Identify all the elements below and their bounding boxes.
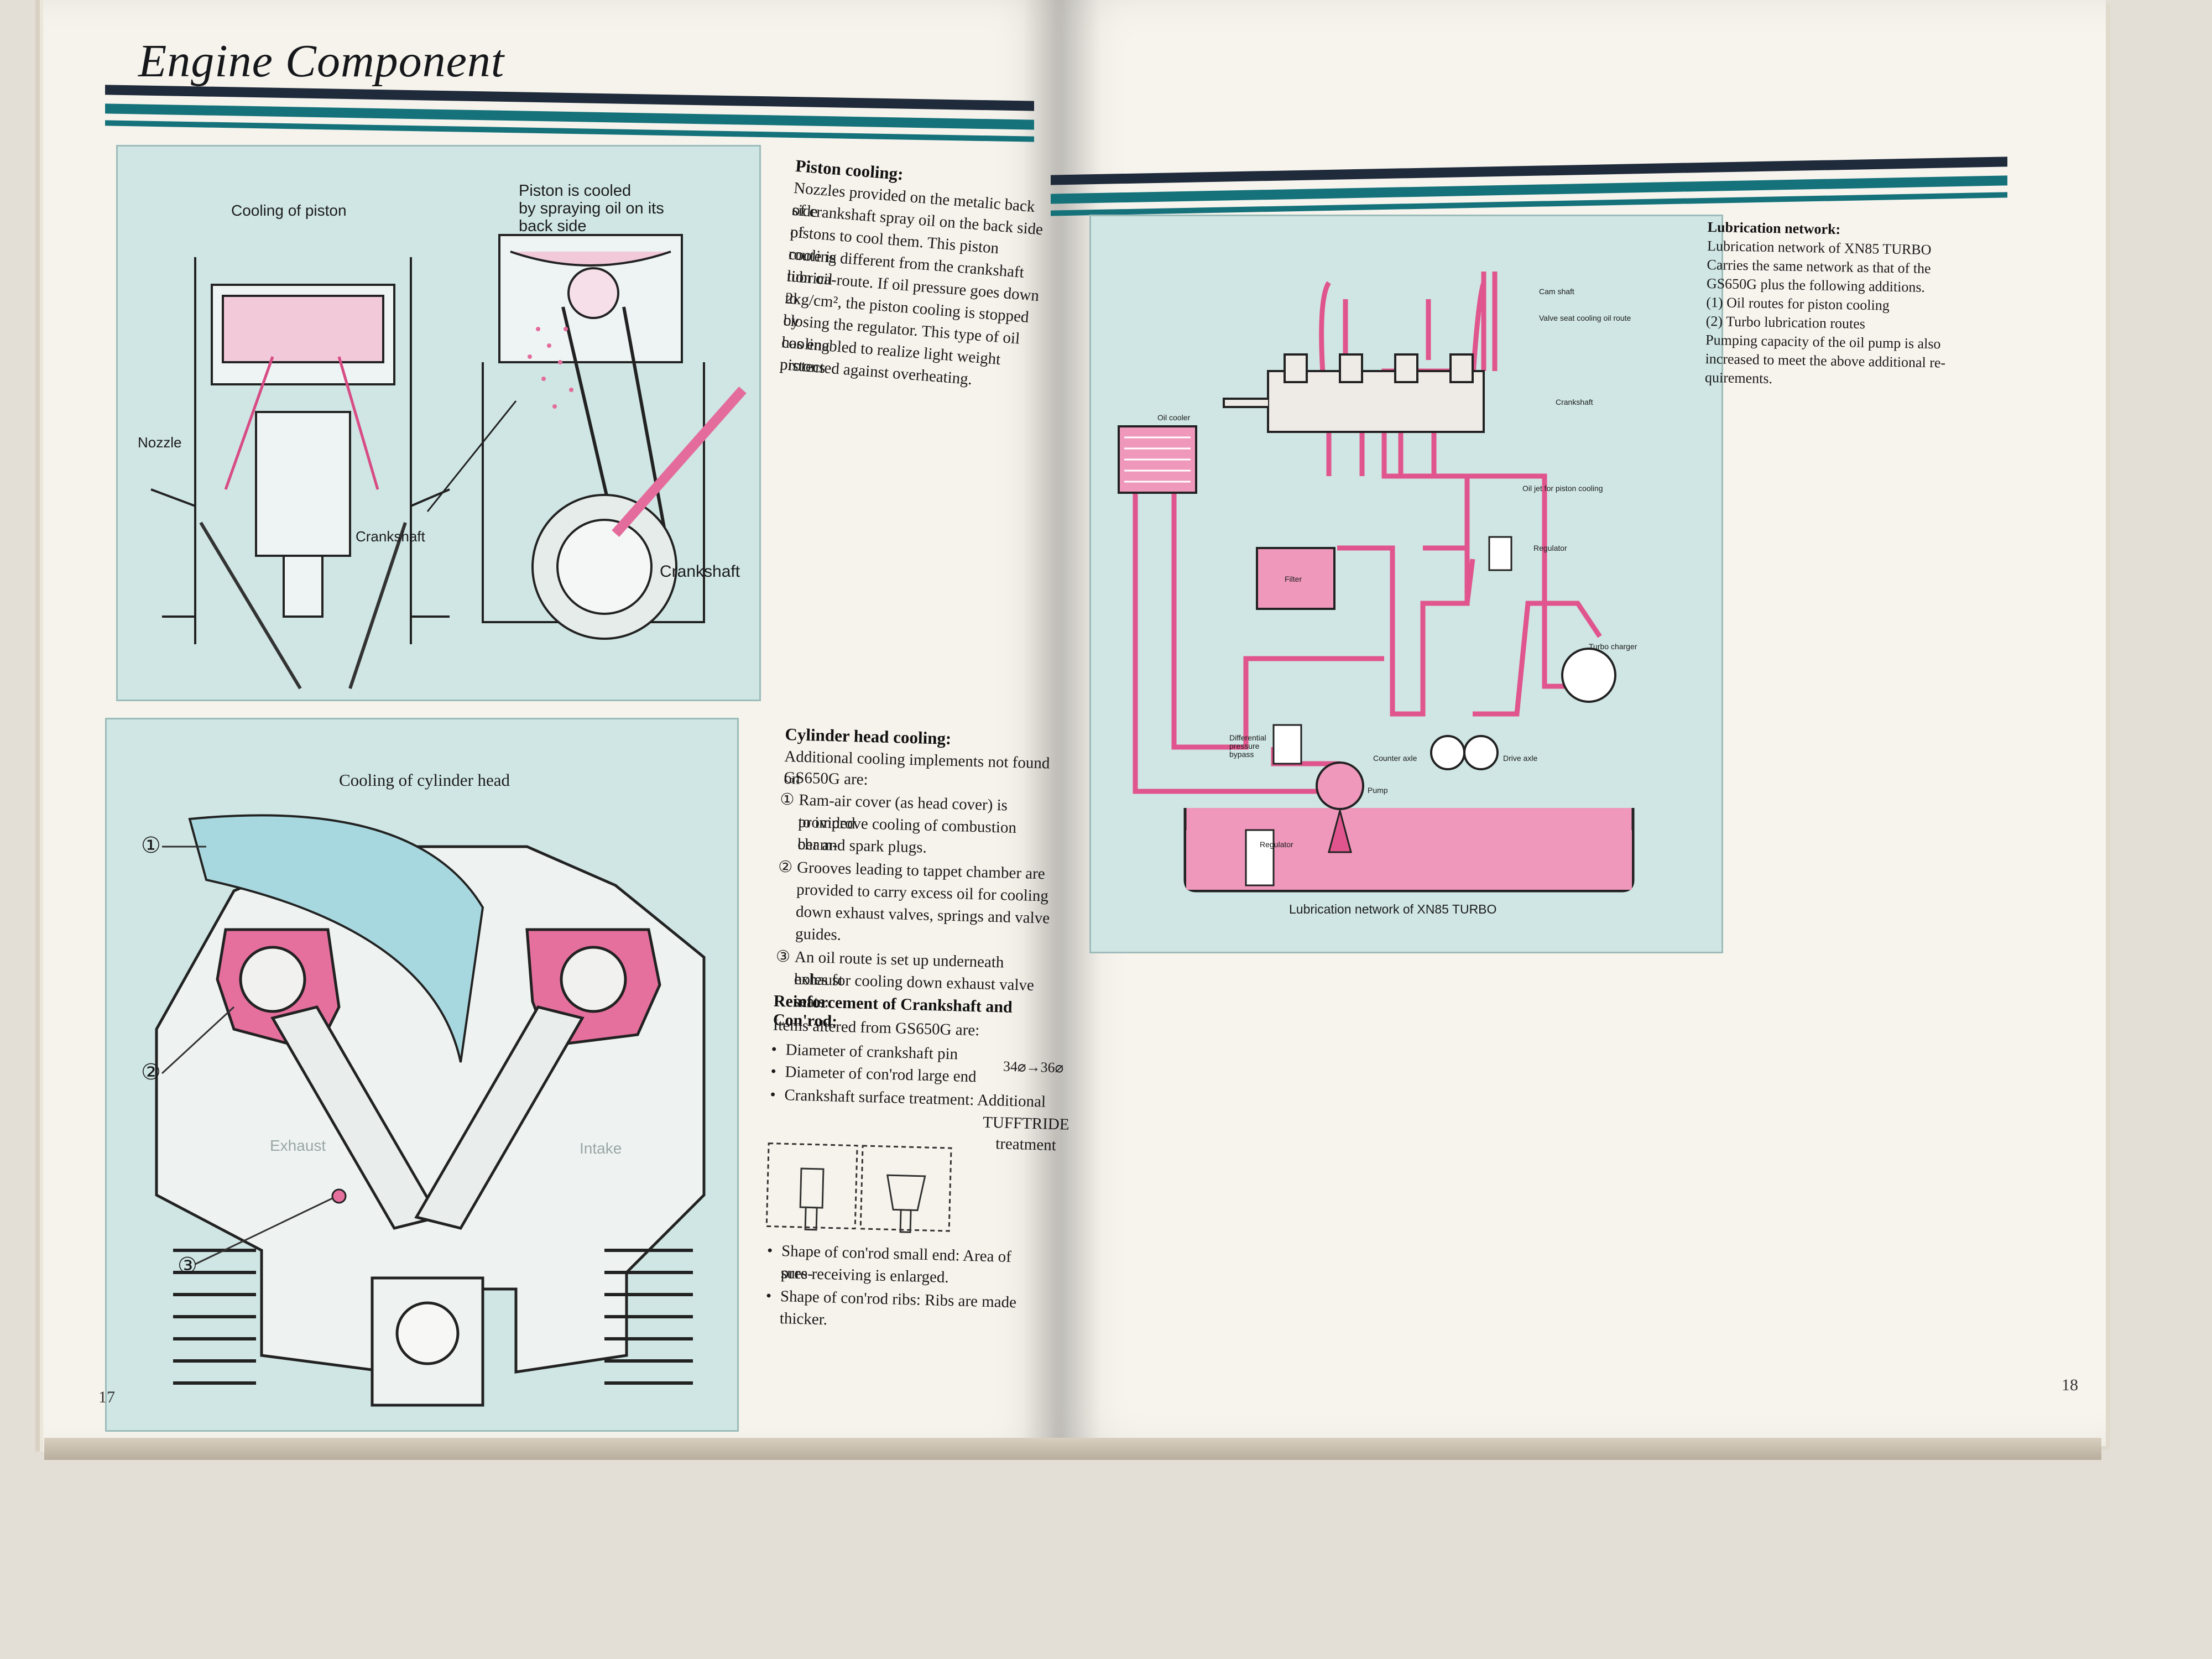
bullet-3-line-2: TUFFTRIDE (982, 1113, 1070, 1134)
bullet-1-dot: • (771, 1040, 778, 1058)
lubrication-network-heading: Lubrication network: (1707, 219, 1841, 238)
item-3-marker: ③ (775, 947, 791, 966)
ram-air-cover (188, 814, 484, 1063)
item-1-line-3: ber and spark plugs. (797, 835, 927, 857)
lubrication-network-figure: Cam shaft Valve seat cooling oil route C… (1089, 215, 1723, 953)
bullet-4-dot: • (766, 1241, 773, 1260)
cylinder-head-cooling-section: Cylinder head cooling: Additional coolin… (766, 724, 1070, 1328)
lube-turbo-label: Turbo charger (1589, 642, 1637, 651)
counter-axle-shape (1430, 735, 1465, 770)
turbo-shape (1561, 648, 1616, 703)
exhaust-label: Exhaust (270, 1137, 326, 1154)
oil-cooler-shape (1118, 425, 1197, 494)
cylinder-piston (371, 1276, 484, 1407)
dimension-value: 34⌀→36⌀ (1003, 1058, 1064, 1076)
item-1-marker: ① (780, 790, 795, 809)
bypass-shape (1272, 724, 1302, 765)
lube-drive-axle-label: Drive axle (1503, 754, 1538, 763)
lube-cam-shaft-label: Cam shaft (1539, 287, 1574, 296)
lube-diff-label-1: Differential (1229, 733, 1266, 742)
left-port (216, 928, 441, 1230)
right-piston-diagram (482, 234, 705, 640)
cylinder-head-title: Cooling of cylinder head (339, 770, 510, 790)
conrod-sketches (765, 1142, 952, 1233)
right-spray-dots (528, 327, 573, 409)
cylinder-head-figure: Cooling of cylinder head ① ② ③ Exhaust I… (105, 718, 739, 1432)
piston-cooled-label-1: Piston is cooled (519, 182, 632, 200)
crankshaft-label-left: Crankshaft (356, 528, 425, 545)
page-title: Engine Component (138, 35, 505, 87)
piston-cooling-drawing (150, 234, 747, 690)
marker-2: ② (141, 1060, 161, 1084)
oil-routes (1133, 272, 1602, 794)
marker-1: ① (141, 833, 161, 858)
marker-3: ③ (178, 1254, 197, 1278)
piston-cooled-label-2: by spraying oil on its (519, 200, 664, 217)
lube-diff-label-3: bypass (1229, 750, 1254, 759)
piston-cooling-figure: Cooling of piston Nozzle Crankshaft Pist… (116, 145, 761, 701)
drive-axle-shape (1463, 735, 1499, 770)
cooling-of-piston-label: Cooling of piston (231, 202, 347, 219)
bullet-3-dot: • (770, 1086, 776, 1104)
regulator-bottom-shape (1245, 829, 1275, 886)
item-2-line-4: guides. (795, 925, 842, 944)
lube-diff-label-2: pressure (1229, 742, 1260, 750)
left-piston-diagram (150, 257, 450, 644)
lube-regulator-top-label: Regulator (1533, 544, 1567, 552)
lubrication-line-5: (2) Turbo lubrication routes (1705, 312, 1866, 332)
oil-route-dot (331, 1188, 347, 1204)
cylinder-head-intro-2: GS650G are: (784, 768, 869, 789)
intake-label: Intake (580, 1140, 622, 1157)
lube-caption: Lubrication network of XN85 TURBO (1289, 902, 1497, 916)
lube-regulator-bottom-label: Regulator (1260, 840, 1293, 849)
lube-valve-seat-label: Valve seat cooling oil route (1539, 314, 1631, 322)
left-nozzle-sprays (224, 356, 517, 512)
lubrication-network-drawing (1118, 272, 1635, 893)
left-rods (199, 521, 407, 690)
page-number-left: 17 (98, 1388, 115, 1406)
cylinder-head-drawing (155, 814, 706, 1407)
bullet-5-line-2: thicker. (779, 1310, 828, 1329)
lube-counter-axle-label: Counter axle (1373, 754, 1417, 763)
right-port (414, 928, 661, 1230)
spine-shadow (1023, 0, 1100, 1460)
filter-shape (1256, 547, 1335, 610)
nozzle-label: Nozzle (138, 434, 182, 451)
bullet-3-line-3: treatment (995, 1135, 1057, 1155)
lube-oil-jet-label: Oil jet for piston cooling (1522, 484, 1603, 493)
lube-filter-label: Filter (1285, 575, 1302, 583)
page-number-right: 18 (2062, 1376, 2078, 1394)
bullet-5-dot: • (765, 1287, 772, 1305)
book-bottom-edge (44, 1438, 2101, 1460)
regulator-top-shape (1488, 536, 1512, 571)
bullet-2-dot: • (770, 1062, 777, 1081)
piston-cooled-label-3: back side (519, 217, 587, 235)
item-2-marker: ② (778, 858, 793, 877)
cooling-fins (173, 1249, 693, 1385)
crankshaft-label-right: Crankshaft (660, 562, 740, 581)
right-oil-jet (612, 387, 747, 537)
pump-shape (1316, 761, 1364, 810)
crankshaft-shape (1223, 353, 1485, 433)
lubrication-line-4: (1) Oil routes for piston cooling (1706, 294, 1890, 314)
lubrication-line-8: quirements. (1704, 369, 1773, 387)
lube-oil-cooler-label: Oil cooler (1157, 413, 1191, 422)
lube-pump-label: Pump (1368, 786, 1388, 795)
bullet-4-line-2: sure receiving is enlarged. (780, 1264, 950, 1287)
lube-crankshaft-label: Crankshaft (1556, 398, 1593, 406)
